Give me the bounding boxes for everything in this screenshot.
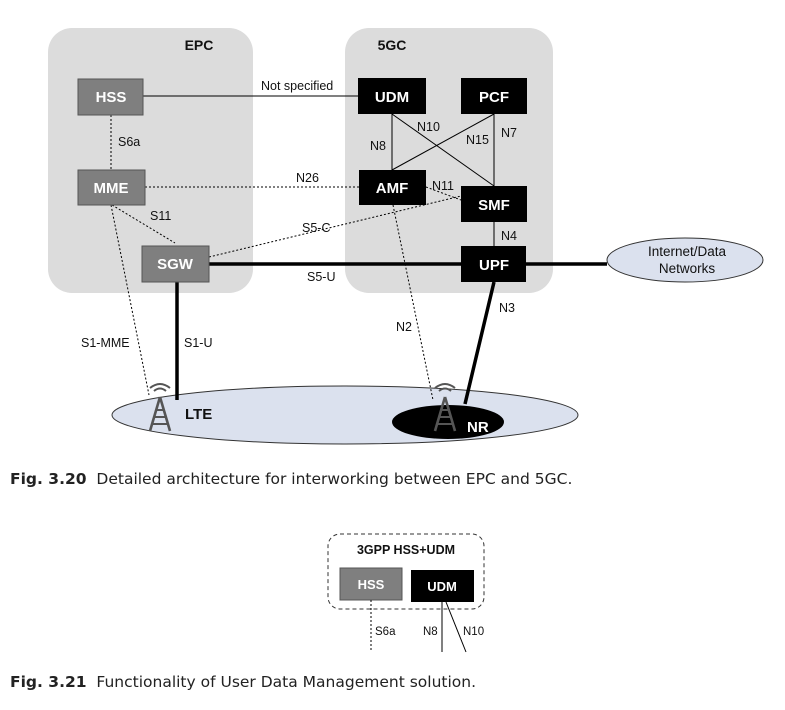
nr-ellipse bbox=[392, 405, 504, 439]
pcf-node bbox=[461, 78, 527, 114]
label-n26: N26 bbox=[296, 171, 319, 185]
figure-3-21-text: Functionality of User Data Management so… bbox=[96, 673, 477, 691]
fig2-label-n8: N8 bbox=[423, 626, 438, 638]
link-upf-nr bbox=[463, 281, 496, 405]
fivegc-group-title: 5GC bbox=[378, 37, 407, 53]
figure-3-20-text: Detailed architecture for interworking b… bbox=[96, 470, 573, 488]
internet-label-line2: Networks bbox=[659, 261, 716, 276]
upf-node bbox=[461, 246, 526, 282]
fig2-label-n10: N10 bbox=[463, 626, 484, 638]
figure-3-20-caption: Fig. 3.20 Detailed architecture for inte… bbox=[10, 470, 572, 488]
internet-label-line1: Internet/Data bbox=[648, 244, 727, 259]
mme-node bbox=[77, 169, 146, 206]
link-mme-sgw bbox=[111, 204, 176, 244]
label-s6a: S6a bbox=[118, 135, 140, 149]
pcf-label: PCF bbox=[479, 89, 509, 106]
fig2-udm-label: UDM bbox=[427, 579, 457, 594]
link-sgw-smf bbox=[208, 195, 462, 258]
label-n8: N8 bbox=[370, 139, 386, 153]
figure-3-21-caption: Fig. 3.21 Functionality of User Data Man… bbox=[10, 673, 476, 691]
sgw-node bbox=[141, 245, 210, 283]
smf-label: SMF bbox=[478, 197, 510, 214]
smf-node bbox=[461, 186, 527, 222]
hss-udm-group bbox=[327, 533, 485, 610]
udm-label: UDM bbox=[375, 89, 409, 106]
label-s11: S11 bbox=[150, 209, 171, 223]
fig2-hss-label: HSS bbox=[358, 577, 385, 592]
label-n11: N11 bbox=[432, 179, 454, 193]
label-not-specified: Not specified bbox=[261, 79, 333, 93]
label-n7: N7 bbox=[501, 126, 517, 140]
internet-node bbox=[606, 237, 764, 283]
label-n10: N10 bbox=[417, 120, 440, 134]
label-s1mme: S1-MME bbox=[81, 336, 130, 350]
label-s5u: S5-U bbox=[307, 270, 335, 284]
label-s5c: S5-C bbox=[302, 221, 330, 235]
label-n3: N3 bbox=[499, 301, 515, 315]
hss-node bbox=[77, 78, 144, 116]
label-n2: N2 bbox=[396, 320, 412, 334]
label-n15: N15 bbox=[466, 133, 489, 147]
nr-label: NR bbox=[467, 419, 489, 436]
lte-label: LTE bbox=[185, 406, 212, 423]
link-pcf-amf bbox=[391, 113, 495, 171]
label-s1u: S1-U bbox=[184, 336, 212, 350]
fig2-hss-node bbox=[339, 567, 403, 601]
fig2-udm-node bbox=[411, 570, 474, 602]
label-n4: N4 bbox=[501, 229, 517, 243]
fig2-link-n10 bbox=[445, 601, 467, 653]
link-mme-lte bbox=[110, 204, 150, 396]
ran-ellipse bbox=[111, 385, 579, 445]
hss-label: HSS bbox=[96, 89, 127, 106]
link-udm-smf bbox=[391, 113, 495, 187]
epc-group-title: EPC bbox=[185, 37, 214, 53]
fig2-label-s6a: S6a bbox=[375, 626, 396, 638]
sgw-label: SGW bbox=[157, 256, 194, 273]
hss-udm-group-title: 3GPP HSS+UDM bbox=[357, 543, 455, 557]
figure-3-20-number: Fig. 3.20 bbox=[10, 470, 87, 488]
amf-label: AMF bbox=[376, 180, 409, 197]
link-amf-nr bbox=[392, 204, 434, 401]
mme-label: MME bbox=[94, 180, 129, 197]
figure-3-21-number: Fig. 3.21 bbox=[10, 673, 87, 691]
udm-node bbox=[358, 78, 426, 114]
amf-node bbox=[359, 170, 426, 205]
upf-label: UPF bbox=[479, 257, 509, 274]
